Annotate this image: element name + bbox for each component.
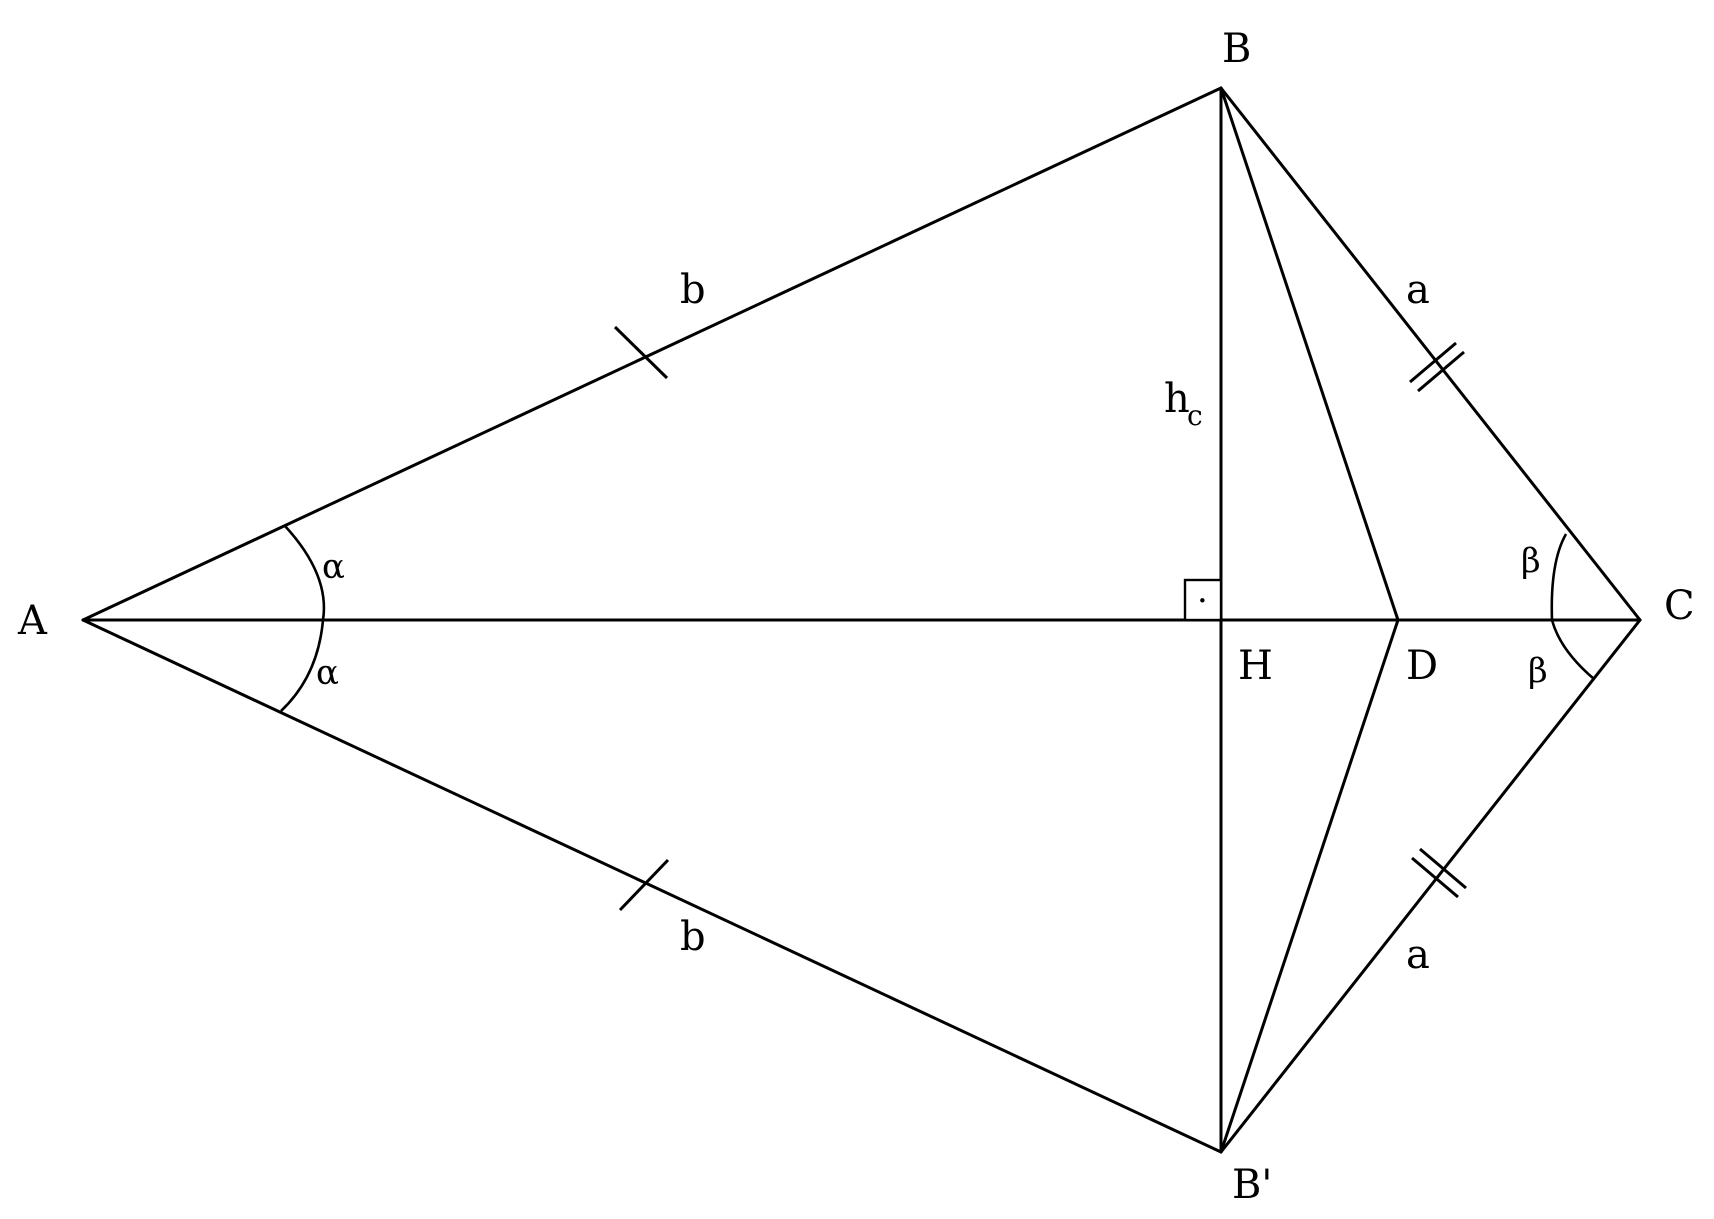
- segment-B-prime-C: [1219, 618, 1642, 1154]
- tick-a-upper-2: [1417, 350, 1465, 393]
- segment-BD: [1219, 86, 1400, 622]
- label-point-H: H: [1238, 643, 1273, 689]
- tick-a-lower-1: [1411, 856, 1459, 899]
- label-side-a-lower: a: [1406, 932, 1430, 978]
- label-side-b-upper: b: [680, 267, 706, 313]
- label-angle-alpha-upper: α: [322, 547, 345, 587]
- angle-arc-beta-lower: [1550, 619, 1595, 680]
- tick-b-lower: [618, 858, 670, 912]
- label-side-b-lower: b: [680, 914, 706, 960]
- angle-arc-alpha-lower: [280, 619, 325, 712]
- segment-AB-prime: [81, 618, 1223, 1154]
- label-height-h: h: [1164, 376, 1190, 422]
- label-height-subscript: c: [1187, 399, 1203, 432]
- segment-B-prime-D: [1219, 618, 1400, 1154]
- tick-a-lower-2: [1419, 847, 1467, 890]
- tick-a-upper-1: [1409, 341, 1457, 384]
- right-angle-marker: [1183, 578, 1223, 622]
- segment-BC: [1219, 86, 1642, 622]
- angle-arc-beta-upper: [1550, 533, 1568, 621]
- angle-arc-alpha-upper: [284, 525, 326, 621]
- tick-b-upper: [613, 325, 669, 380]
- label-point-D: D: [1406, 643, 1438, 689]
- label-angle-beta-upper: β: [1521, 541, 1541, 581]
- label-point-A: A: [17, 598, 48, 644]
- label-point-B-prime: B': [1232, 1162, 1272, 1208]
- label-angle-beta-lower: β: [1528, 651, 1548, 691]
- label-point-C: C: [1664, 583, 1695, 629]
- label-point-B: B: [1222, 26, 1251, 72]
- segment-AB: [81, 86, 1223, 622]
- label-angle-alpha-lower: α: [316, 653, 339, 693]
- right-angle-dot: ·: [1197, 581, 1208, 621]
- label-side-a-upper: a: [1406, 267, 1430, 313]
